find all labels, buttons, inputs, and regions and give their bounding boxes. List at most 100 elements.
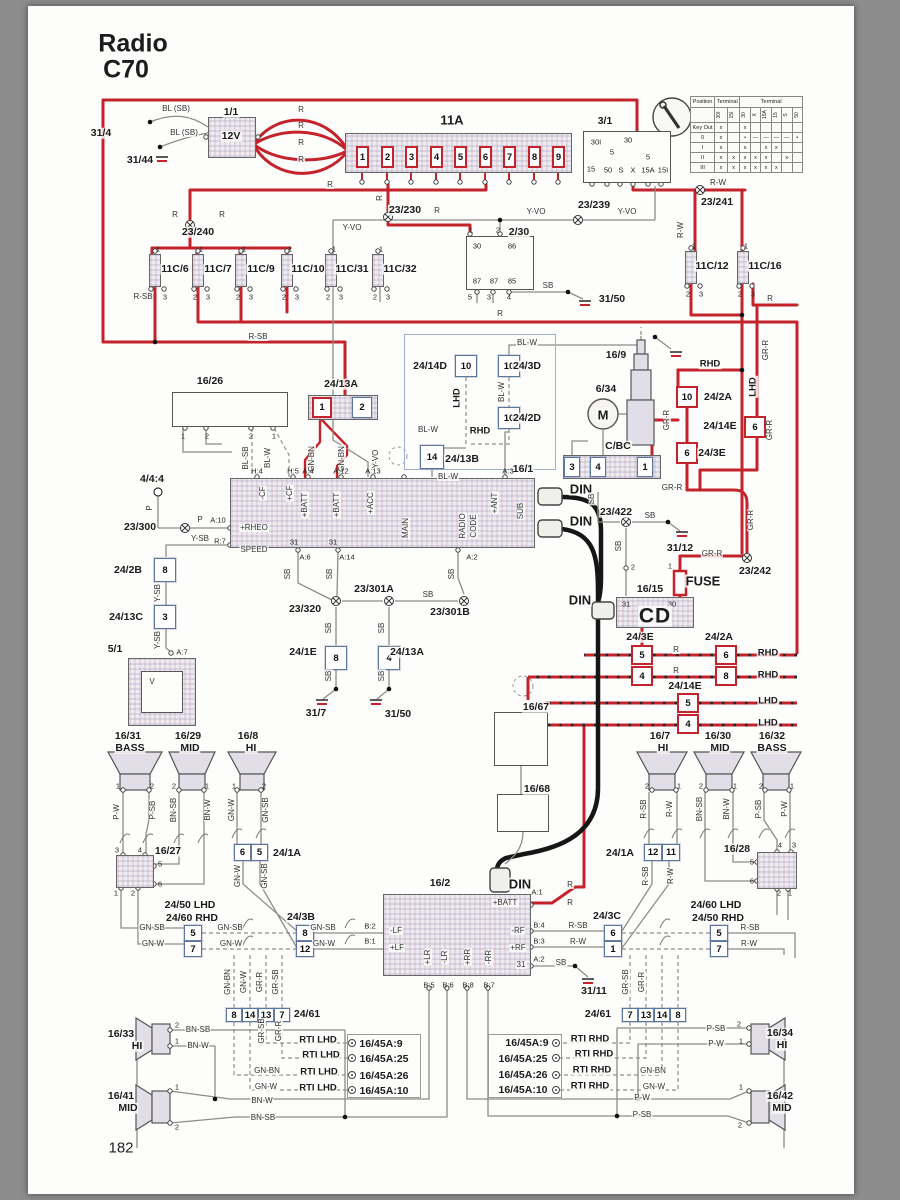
component-id-label: 2/30 — [507, 225, 531, 238]
pin-number-label: 1 — [113, 888, 119, 898]
connector-pin-box: 3 — [405, 146, 418, 168]
wire-color-label: SB — [324, 669, 333, 683]
wire-color-label: GN-W — [227, 797, 236, 823]
pin-number-label: 31 — [289, 537, 299, 547]
wire-color-label: SB — [377, 621, 386, 635]
connector-pin-box: 8 — [670, 1008, 686, 1022]
connector-pin-box: 8 — [715, 666, 737, 686]
pin-number-label: A:7 — [176, 647, 188, 657]
pin-number-label: A:10 — [210, 515, 226, 525]
pin-number-label: 3 — [385, 292, 391, 302]
wire-color-label: +RHEO — [239, 523, 269, 532]
variant-label: LHD — [757, 695, 779, 707]
wire-color-label: GR-R — [637, 970, 646, 994]
component-id-label: BASS — [756, 741, 788, 754]
pin-number-label: 1 — [732, 781, 738, 791]
pin-number-label: 2 — [130, 888, 136, 898]
connector-pin-box: 6 — [715, 645, 737, 665]
wire-color-label: R — [766, 294, 774, 303]
wire-color-label: SB — [643, 511, 657, 520]
wire-color-label: BN-W — [722, 797, 731, 821]
connector-pin-box: 8 — [325, 646, 347, 670]
component-id-label: 23/230 — [387, 203, 423, 216]
pin-number-label: 1 — [691, 241, 697, 251]
component-id-label: 16/45A:25 — [497, 1052, 549, 1065]
wire-color-label: R — [297, 155, 305, 164]
connector-pin-box: 5 — [184, 925, 202, 941]
pin-number-label: 1 — [198, 244, 204, 254]
component-id-label: 16/45A:9 — [358, 1037, 404, 1050]
wire-color-label: R-SB — [247, 332, 269, 341]
component-id-label: 24/13C — [108, 610, 144, 623]
wire-color-label: GN-W — [218, 939, 244, 948]
wire-color-label: -LR — [440, 949, 449, 965]
component-id-label: 11C/32 — [382, 262, 418, 275]
wire-color-label: R — [375, 194, 384, 202]
wire-color-label: SUB — [516, 501, 525, 521]
pin-number-label: 6 — [157, 879, 163, 889]
wire-color-label: P-W — [707, 1039, 725, 1048]
wire-color-label: GN-W — [641, 1082, 667, 1091]
wire-color-label: SB — [541, 281, 555, 290]
connector-pin-box: 9 — [552, 146, 565, 168]
pin-number-label: 15A — [641, 165, 655, 175]
pin-number-label: 3 — [248, 292, 254, 302]
page-title-line2: C70 — [103, 55, 149, 84]
wire-color-label: Y-VO — [525, 207, 547, 216]
connector-pin-box: 6 — [744, 416, 766, 438]
pin-number-label: 3 — [338, 292, 344, 302]
connector-pin-box: 14 — [420, 445, 444, 469]
pin-number-label: 1 — [667, 561, 673, 571]
wire-color-label: +BATT — [332, 491, 341, 519]
pin-number-label: H:5 — [287, 466, 299, 476]
component-id-label: 11C/9 — [246, 262, 276, 275]
component-id-label: 24/60 RHD — [165, 911, 219, 924]
pin-number-label: A:2 — [533, 954, 545, 964]
component-id-label: 12V — [220, 129, 242, 142]
pin-number-label: B:2 — [364, 921, 376, 931]
pin-number-label: B:5 — [423, 980, 435, 990]
pin-number-label: 30 — [472, 241, 482, 251]
wire-color-label: -LF — [389, 926, 403, 935]
component-id-label: 24/3E — [697, 446, 727, 459]
wire-color-label: R — [672, 645, 680, 654]
wire-color-label: GR-SB — [621, 968, 630, 996]
wire-color-label: BN-W — [250, 1096, 274, 1105]
wire-color-label: P-SB — [754, 798, 763, 820]
connector-pin-box: 11 — [662, 844, 680, 861]
pin-number-label: 4 — [777, 840, 783, 850]
ground-symbols — [156, 156, 688, 984]
connector-pin-box: 12 — [644, 844, 662, 861]
connector-pin-box: 2 — [381, 146, 394, 168]
component-id-label: 16/27 — [153, 844, 183, 857]
wire-color-label: R — [672, 666, 680, 675]
component-id-label: MID — [117, 1101, 139, 1114]
component-id-label: 16/26 — [195, 374, 225, 387]
component-id-label: 16/9 — [604, 348, 628, 361]
wire-color-label: SB — [283, 567, 292, 581]
red-dashed-rows — [526, 653, 797, 727]
pin-number-label: 3 — [791, 840, 797, 850]
variant-label: LHD — [747, 376, 759, 398]
connector-pin-box: 4 — [590, 457, 606, 477]
component-id-label: 23/300 — [122, 520, 158, 533]
wire-color-label: CODE — [469, 513, 478, 539]
connector-pin-box: 1 — [637, 457, 653, 477]
wire-color-label: -RF — [510, 926, 526, 935]
pin-number-label: S — [618, 165, 624, 175]
component-id-label: 24/14E — [667, 679, 703, 692]
wire-color-label: GR-R — [761, 338, 770, 362]
wire-color-label: BL-W — [417, 425, 439, 434]
pin-number-label: 5 — [609, 147, 615, 157]
wire-color-label: +LF — [388, 943, 406, 952]
pin-number-label: 5 — [645, 152, 651, 162]
component-id-label: 4/4:4 — [139, 472, 165, 485]
component-id-label: 24/14D — [412, 359, 448, 372]
pin-number-label: 6 — [749, 876, 755, 886]
pin-number-label: 85 — [507, 276, 517, 286]
component-id-label: 24/1E — [288, 645, 318, 658]
wire-color-label: GN-BN — [253, 1066, 281, 1075]
component-id-label: 16/42 — [765, 1089, 795, 1102]
pin-number-label: 2 — [235, 292, 241, 302]
